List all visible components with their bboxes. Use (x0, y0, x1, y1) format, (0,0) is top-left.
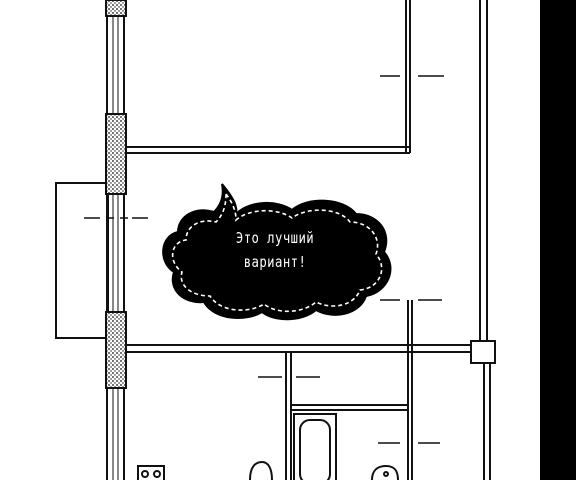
speech-bubble (162, 183, 392, 321)
callout-line-2: вариант! (243, 253, 307, 271)
callout-line-1: Это лучший (235, 229, 315, 247)
right-black-border (540, 0, 576, 480)
right-wall (479, 0, 491, 480)
axis-marks (84, 75, 444, 444)
partitions (126, 0, 470, 480)
callout-text: Это лучший вариант! (205, 226, 344, 274)
left-wall (106, 0, 125, 480)
toilet-icon (249, 460, 273, 480)
balcony-outline (55, 182, 109, 339)
bathtub-icon (293, 413, 337, 480)
stove-icon (137, 465, 165, 480)
riser-icon (470, 340, 496, 364)
sink-icon (371, 464, 399, 480)
